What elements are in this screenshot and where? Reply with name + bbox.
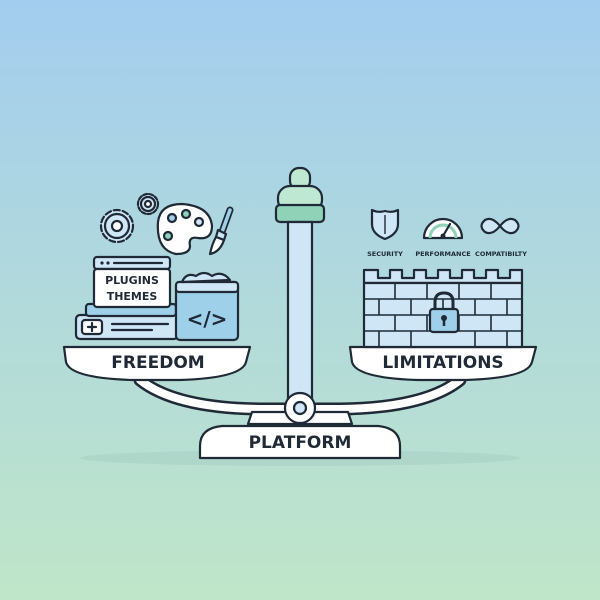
performance-item: PERFORMANCE	[415, 217, 471, 258]
limitations-pan: LIMITATIONS	[348, 345, 538, 382]
compatibility-item: COMPATIBILTY	[475, 217, 527, 258]
freedom-pan: FREEDOM	[62, 345, 252, 382]
security-label: SECURITY	[367, 250, 403, 258]
performance-label: PERFORMANCE	[415, 250, 470, 258]
padlock-icon	[428, 291, 460, 334]
compatibility-label: COMPATIBILTY	[475, 250, 527, 258]
paintbrush-icon	[208, 206, 234, 256]
freedom-stack: PLUGINS THEMES </>	[74, 192, 240, 342]
scale-base: PLATFORM	[198, 424, 402, 460]
shield-icon	[370, 208, 400, 241]
code-icon: </>	[174, 280, 240, 342]
themes-label: THEMES	[107, 290, 158, 303]
base-label: PLATFORM	[249, 433, 352, 453]
infinity-link-icon	[480, 217, 520, 235]
freedom-label: FREEDOM	[111, 353, 204, 373]
gear-small-icon	[136, 192, 160, 216]
brick-wall	[362, 268, 524, 349]
gear-icon	[99, 208, 135, 244]
plugins-label: PLUGINS	[105, 274, 159, 287]
gauge-icon	[422, 217, 464, 240]
limitations-label: LIMITATIONS	[382, 353, 503, 373]
scale-pole	[274, 166, 326, 402]
security-item: SECURITY	[367, 208, 403, 258]
code-glyph: </>	[187, 307, 228, 331]
scale-beam	[133, 373, 467, 426]
plugin-icon	[74, 313, 180, 341]
palette-icon	[156, 202, 214, 256]
